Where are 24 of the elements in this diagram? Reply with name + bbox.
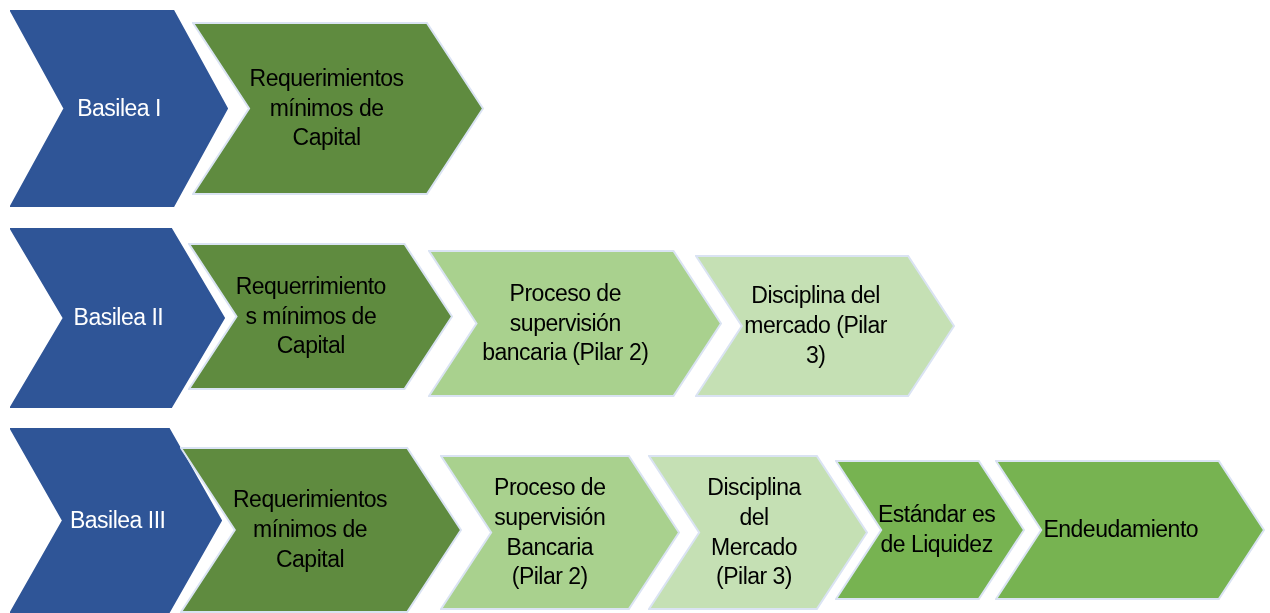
chevron-label: Basilea I — [76, 93, 162, 123]
chevron-banner — [180, 447, 462, 613]
chevron-label: Endeudamiento — [1042, 515, 1200, 545]
chevron-banner — [10, 428, 222, 613]
chevron-label: Proceso de supervisión Bancaria (Pilar 2) — [493, 472, 607, 592]
chevron-label: Disciplina del mercado (Pilar 3) — [743, 281, 888, 370]
chevron-label: Basilea II — [72, 303, 165, 333]
chevron-banner — [10, 228, 225, 408]
chevron-label: Basilea III — [68, 505, 167, 535]
chevron-banner — [428, 250, 722, 397]
chevron-label: Proceso de supervisión bancaria (Pilar 2) — [481, 278, 650, 368]
chevron-label: Requerimientos mínimos de Capital — [248, 63, 405, 153]
chevron-banner — [188, 243, 453, 390]
chevron-label: Disciplina del Mercado (Pilar 3) — [706, 472, 803, 592]
chevron-label: Requerimientos mínimos de Capital — [232, 485, 389, 574]
chevron-banner — [835, 460, 1025, 600]
chevron-banner — [695, 255, 955, 397]
chevron-banner — [648, 455, 868, 610]
chevron-banner — [995, 460, 1265, 600]
chevron-label: Requerrimiento s mínimos de Capital — [234, 271, 387, 361]
chevron-banner — [440, 455, 680, 610]
chevron-label: Estándar es de Liquidez — [876, 500, 997, 559]
chevron-banner — [10, 10, 228, 207]
chevron-banner — [192, 22, 484, 195]
